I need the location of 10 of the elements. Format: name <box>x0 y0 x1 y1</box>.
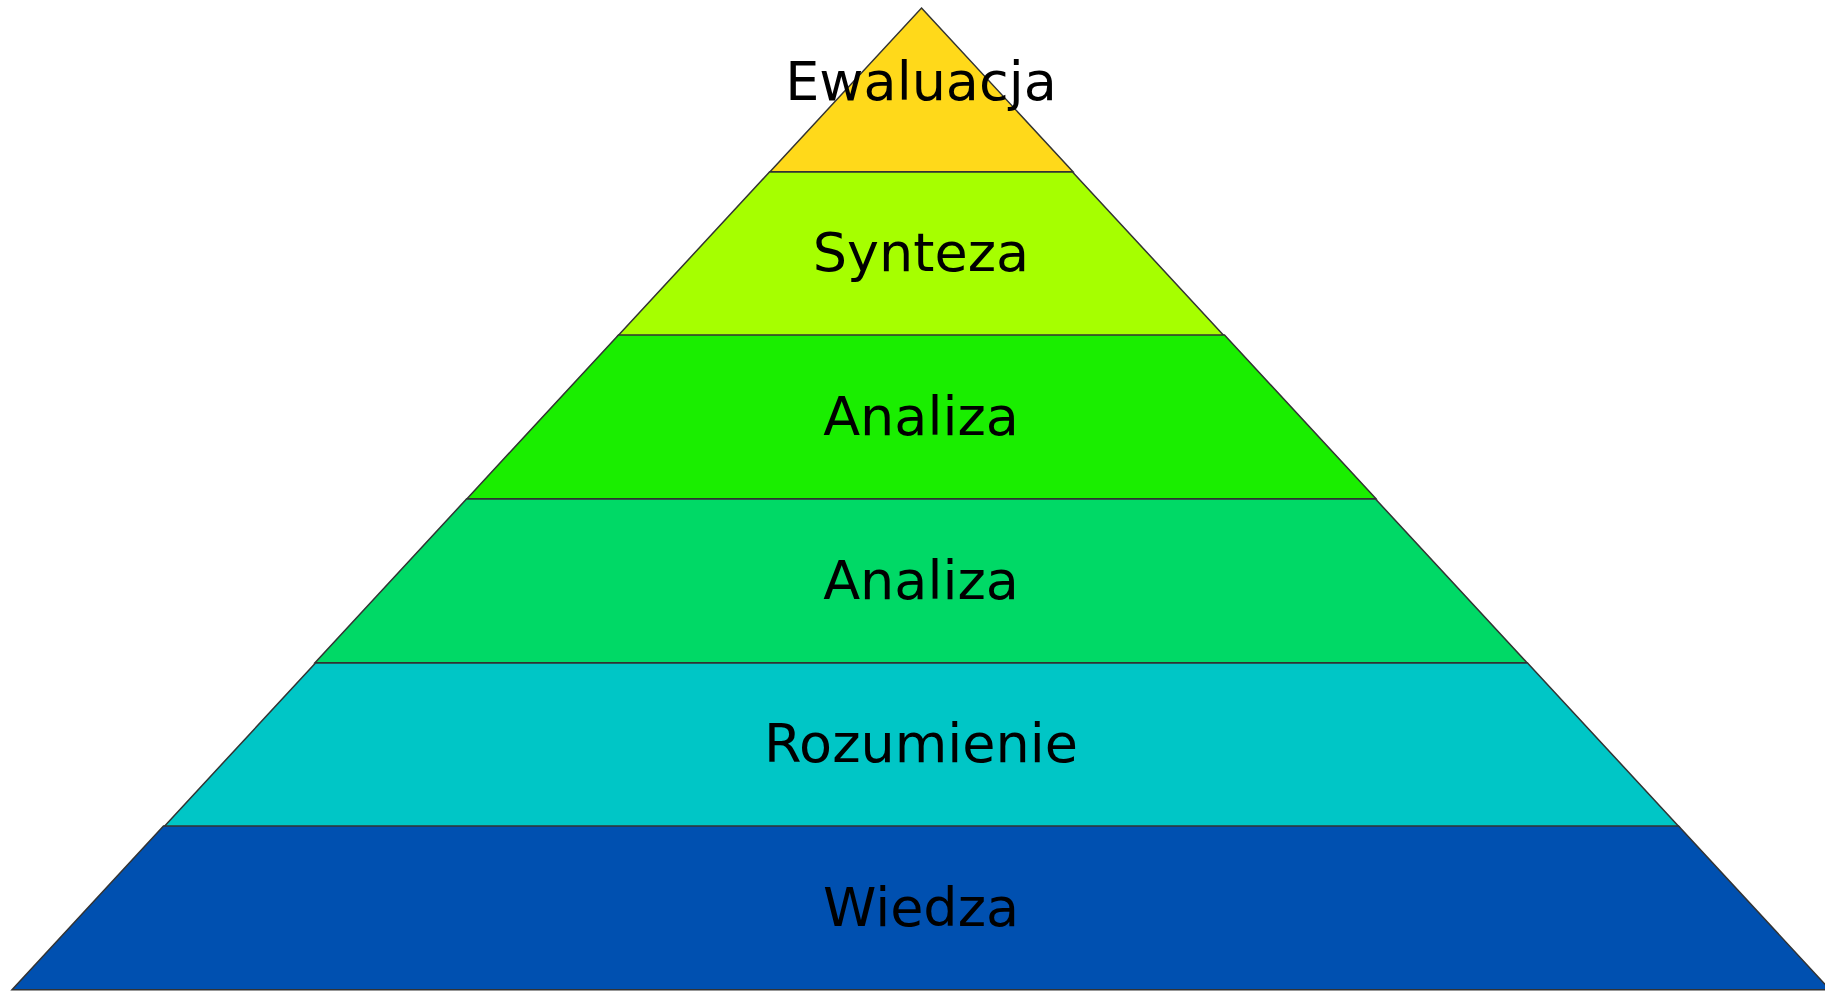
tier-label: Synteza <box>812 226 1030 281</box>
pyramid-tier <box>315 499 1527 663</box>
pyramid-tier <box>12 826 1825 990</box>
tier-label: Wiedza <box>822 881 1020 936</box>
pyramid-tier <box>163 662 1679 827</box>
tier-label: Rozumienie <box>764 717 1078 772</box>
tier-label: Analiza <box>823 553 1019 608</box>
pyramid-tier <box>618 171 1224 336</box>
pyramid-tier <box>466 335 1376 499</box>
tier-label: Analiza <box>823 390 1019 445</box>
